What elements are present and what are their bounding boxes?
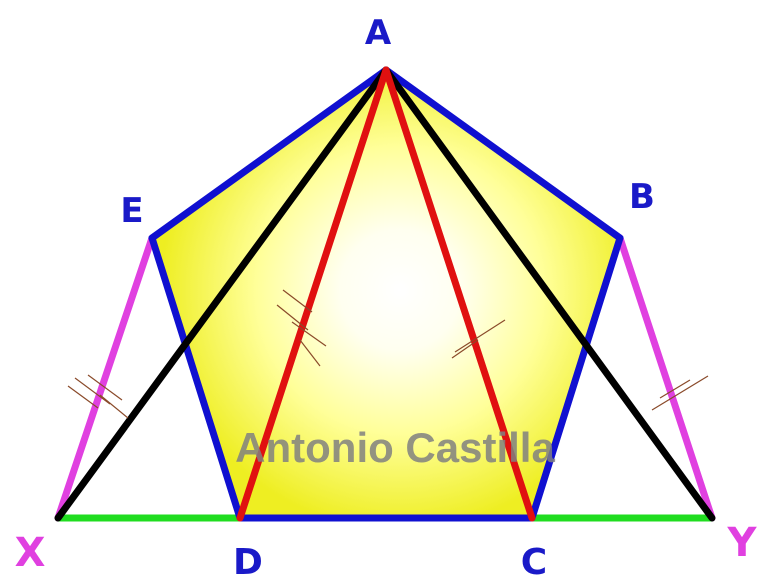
pentagon-edges [148, 66, 624, 522]
label-a: A [365, 13, 392, 53]
tick-marks [67, 289, 709, 419]
segment-ac [382, 66, 536, 522]
segment-by [616, 234, 716, 522]
label-d: D [233, 542, 263, 578]
label-x: X [15, 530, 46, 576]
segment-ad [236, 66, 390, 522]
pentagon-fill [152, 70, 620, 518]
segment-ax [54, 66, 390, 522]
segment-ex [54, 234, 156, 522]
label-c: C [521, 542, 547, 578]
label-e: E [120, 191, 143, 231]
label-y: Y [727, 520, 758, 566]
label-b: B [629, 177, 655, 217]
segment-ay [382, 66, 716, 522]
watermark-text: Antonio Castilla [235, 424, 555, 471]
